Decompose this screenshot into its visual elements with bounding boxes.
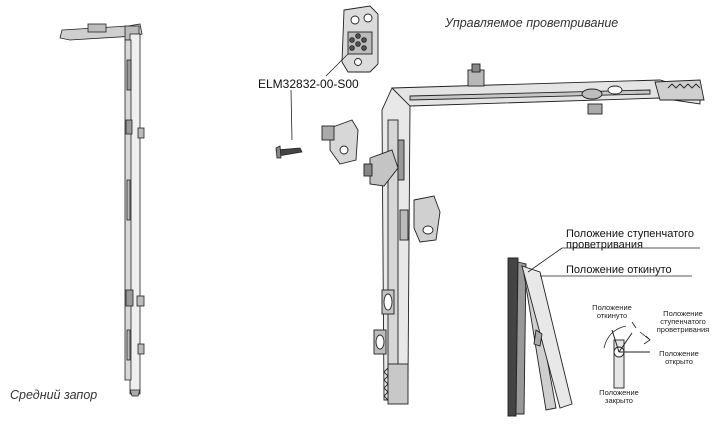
keeper-plate bbox=[341, 5, 379, 73]
corner-transmission bbox=[363, 63, 705, 405]
dial-tilted-label: Положение откинуто bbox=[592, 303, 632, 320]
middle-lock-bar bbox=[59, 23, 145, 397]
leader-line bbox=[325, 53, 349, 77]
step-ventilation-label: Положение ступенчатого проветривания bbox=[566, 228, 695, 251]
middle-lock-label: Средний запор bbox=[10, 388, 98, 402]
screw bbox=[275, 89, 303, 159]
sash-section-detail bbox=[507, 247, 700, 417]
dial-step-label: Положение ступенчатого проветривания bbox=[656, 309, 710, 334]
handle-position-dial bbox=[603, 321, 651, 389]
tilt-position-label: Положение откинуто bbox=[566, 264, 672, 276]
controlled-ventilation-title: Управляемое проветривание bbox=[445, 16, 619, 30]
dial-open-label: Положение открыто bbox=[659, 349, 699, 366]
part-number-label: ELM32832-00-S00 bbox=[258, 77, 359, 91]
dial-closed-label: Положение закрыто bbox=[599, 388, 639, 405]
small-bracket bbox=[321, 119, 359, 165]
